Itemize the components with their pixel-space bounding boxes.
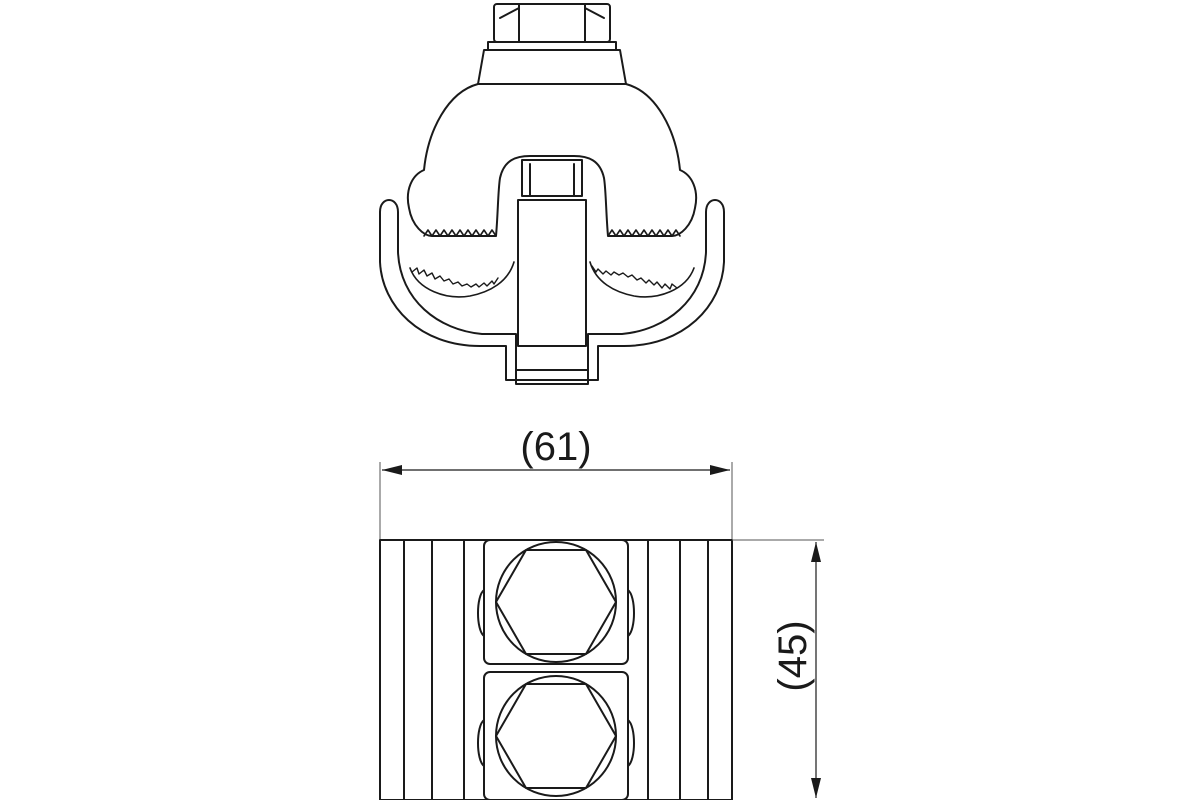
- clamp-top-view: [379, 539, 733, 801]
- left-lower-teeth: [409, 261, 515, 298]
- clamp-upper-arch: [406, 83, 698, 237]
- right-stub-upper: [627, 589, 635, 637]
- clamp-lower-body: [379, 199, 725, 381]
- left-stub-lower: [477, 719, 485, 767]
- upper-bolt-head: [483, 539, 629, 665]
- width-label: (61): [520, 425, 591, 469]
- height-label: (45): [771, 620, 815, 691]
- width-dimension: (61): [379, 425, 733, 540]
- centre-jaw: [517, 199, 587, 347]
- left-upper-teeth: [423, 229, 497, 237]
- left-stub-upper: [477, 589, 485, 637]
- right-lower-serration: [591, 265, 678, 290]
- right-stub-lower: [627, 719, 635, 767]
- right-upper-teeth: [607, 229, 681, 237]
- height-dimension: (45): [732, 539, 824, 798]
- clamp-front-view: [379, 3, 725, 385]
- centre-slot: [521, 159, 583, 197]
- right-lower-teeth: [589, 261, 695, 298]
- lower-bolt-head: [483, 671, 629, 801]
- bottom-bolt: [515, 369, 589, 385]
- hex-nut-top: [487, 3, 617, 51]
- clamp-neck: [477, 49, 627, 85]
- left-lower-serration: [411, 267, 499, 288]
